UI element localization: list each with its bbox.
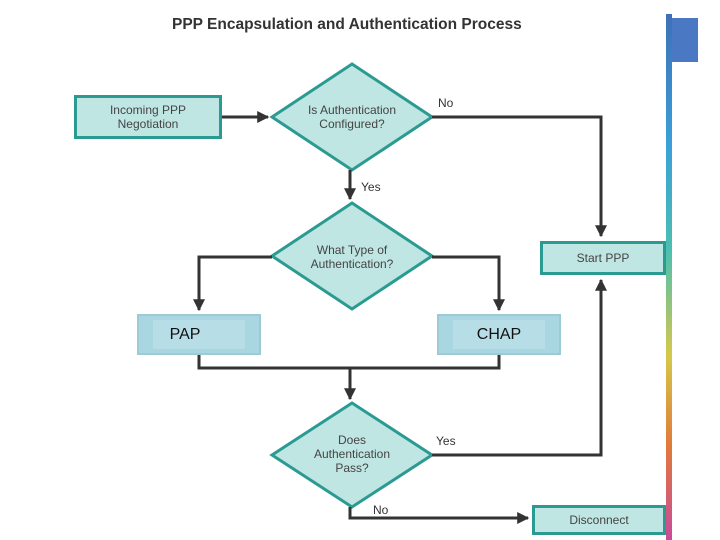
node-start-ppp-label: Start PPP [576, 251, 630, 265]
node-pap-label: PAP [169, 325, 201, 343]
decision-auth-configured-label: Is Authentication Configured? [307, 103, 397, 131]
edge-pass-yes [432, 278, 607, 457]
decision-auth-type-label: What Type of Authentication? [310, 243, 394, 271]
edge-type-to-chap [432, 255, 505, 312]
edge-pap-merge [197, 355, 501, 370]
decorative-rainbow-bar [666, 14, 672, 540]
diagram-title: PPP Encapsulation and Authentication Pro… [172, 16, 522, 33]
node-chap-label: CHAP [476, 325, 522, 343]
edge-label-configured-no: No [438, 96, 454, 110]
node-incoming-ppp: Incoming PPP Negotiation [74, 95, 222, 139]
edge-label-pass-no: No [373, 503, 389, 517]
node-chap-inner [453, 320, 545, 349]
node-start-ppp: Start PPP [540, 241, 666, 275]
edge-label-configured-yes: Yes [361, 180, 381, 194]
decision-auth-pass-label: Does Authentication Pass? [313, 433, 391, 475]
node-disconnect-label: Disconnect [569, 513, 629, 527]
node-incoming-ppp-label: Incoming PPP Negotiation [109, 103, 187, 131]
decision-auth-configured-shape [269, 62, 435, 172]
edge-configured-no [432, 115, 607, 238]
edge-label-pass-yes: Yes [436, 434, 456, 448]
decorative-blue-tab [672, 18, 698, 62]
edge-type-to-pap [193, 255, 272, 312]
decision-auth-pass-shape [269, 401, 435, 509]
node-disconnect: Disconnect [532, 505, 666, 535]
decision-auth-type-shape [269, 201, 435, 311]
node-pap-inner [153, 320, 245, 349]
edge-pass-no [348, 507, 530, 524]
node-pap: PAP [137, 314, 261, 355]
node-chap: CHAP [437, 314, 561, 355]
